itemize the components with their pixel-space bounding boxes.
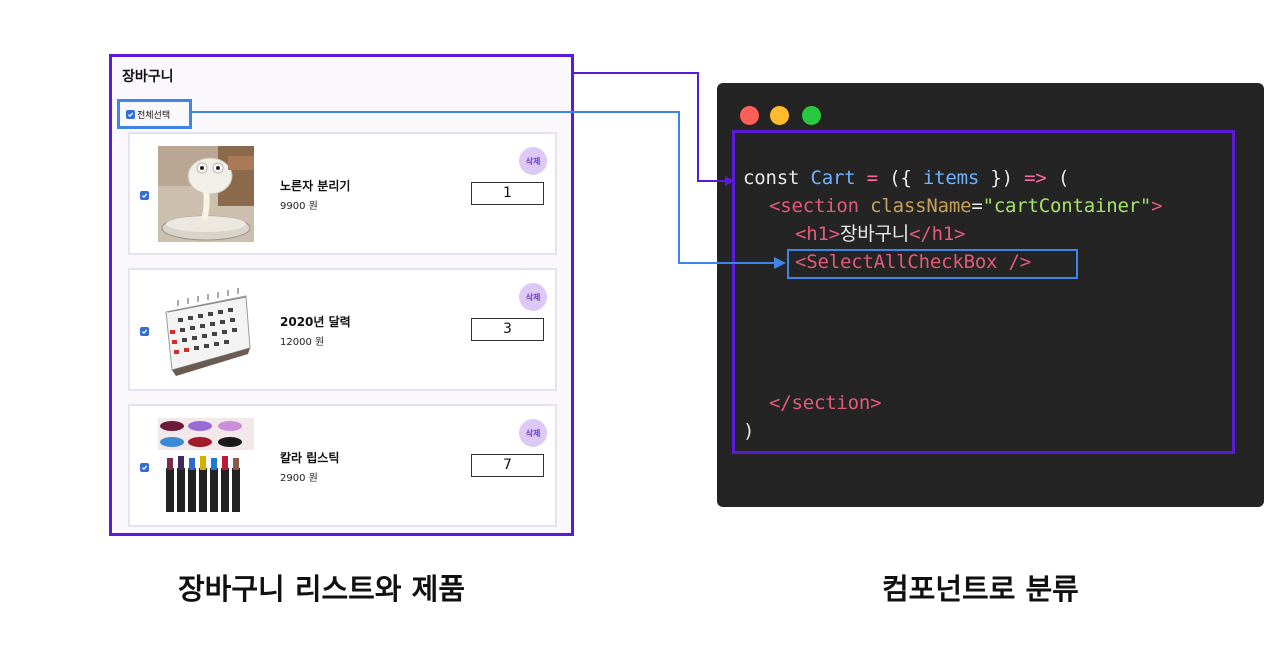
item-checkbox[interactable] [140,191,149,200]
code-close-brace: }) [990,167,1013,189]
code-line-3: <h1>장바구니</h1> [795,223,965,245]
code-selectall-component: <SelectAllCheckBox /> [795,251,1032,273]
code-arrow: => [1024,167,1047,189]
select-all-checkbox[interactable]: 전체선택 [117,99,192,129]
code-line-4: <SelectAllCheckBox /> [795,251,1031,273]
maximize-window-icon[interactable] [802,106,821,125]
code-open-brace: ({ [889,167,912,189]
select-all-label: 전체선택 [137,110,171,121]
code-line-5: </section> [769,392,882,414]
item-checkbox[interactable] [140,327,149,336]
code-line-2: <section className="cartContainer"> [769,195,1163,217]
code-line-6: ) [743,420,754,442]
cart-item: 노른자 분리기 9900 원 1 삭제 [128,132,557,255]
code-h1-open: <h1> [795,223,840,245]
cart-list-caption: 장바구니 리스트와 제품 [178,572,465,606]
cart-container: 장바구니 전체선택 노른 [109,54,574,536]
selectall-component-highlight [787,249,1078,279]
egg-separator-image [158,146,254,242]
item-price: 2900 원 [280,473,318,484]
code-keyword-const: const [743,167,800,189]
delete-button[interactable]: 삭제 [519,147,547,175]
item-name: 2020년 달력 [280,315,351,329]
desk-calendar-image [158,282,254,378]
code-line-1: const Cart = ({ items }) => ( [743,167,1069,189]
checkbox-checked-icon[interactable] [126,109,135,119]
delete-button[interactable]: 삭제 [519,283,547,311]
close-window-icon[interactable] [740,106,759,125]
code-h1-close: </h1> [909,223,966,245]
code-section-open-close: > [1151,195,1163,217]
item-price: 12000 원 [280,337,325,348]
item-checkbox[interactable] [140,463,149,472]
quantity-input[interactable]: 7 [471,454,544,477]
code-section-close: </section> [769,392,882,414]
minimize-window-icon[interactable] [770,106,789,125]
code-section-open: <section [769,195,859,217]
item-price: 9900 원 [280,201,318,212]
code-close-paren: ) [743,420,755,442]
code-attr-value: "cartContainer" [982,195,1152,217]
code-param: items [922,167,980,189]
cart-title: 장바구니 [122,69,174,85]
item-name: 칼라 립스틱 [280,451,340,465]
lipstick-set-image [158,418,254,514]
code-component-name: Cart [810,167,856,189]
cart-component-frame [732,130,1235,454]
quantity-input[interactable]: 3 [471,318,544,341]
cart-item: 2020년 달력 12000 원 3 삭제 [128,268,557,391]
cart-item: 칼라 립스틱 2900 원 7 삭제 [128,404,557,527]
quantity-input[interactable]: 1 [471,182,544,205]
code-attr-name: className [870,195,972,217]
code-attr-eq: = [971,195,983,217]
code-open-paren: ( [1057,167,1070,189]
delete-button[interactable]: 삭제 [519,419,547,447]
code-editor-window: const Cart = ({ items }) => ( <section c… [717,83,1264,507]
cart-to-component-arrow [572,72,735,186]
component-caption: 컴포넌트로 분류 [882,572,1079,606]
item-name: 노른자 분리기 [280,179,351,193]
code-equals: = [866,167,878,189]
code-h1-text: 장바구니 [839,223,910,245]
